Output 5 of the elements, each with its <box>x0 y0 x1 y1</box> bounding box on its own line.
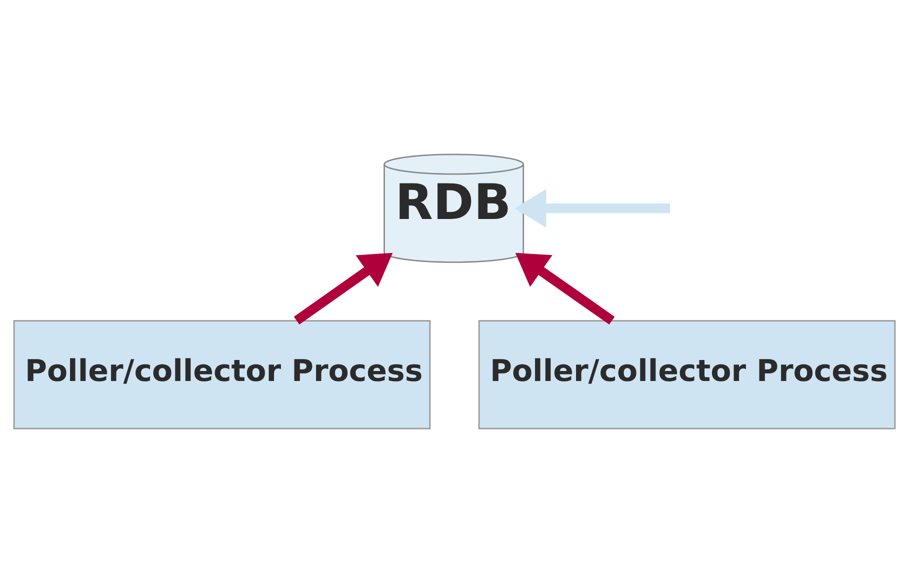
arrow <box>514 188 670 228</box>
node-box: Poller/collector Process <box>478 320 896 430</box>
arrow <box>294 252 393 325</box>
node-box: Poller/collector Process <box>13 320 431 430</box>
arrow <box>515 252 615 325</box>
